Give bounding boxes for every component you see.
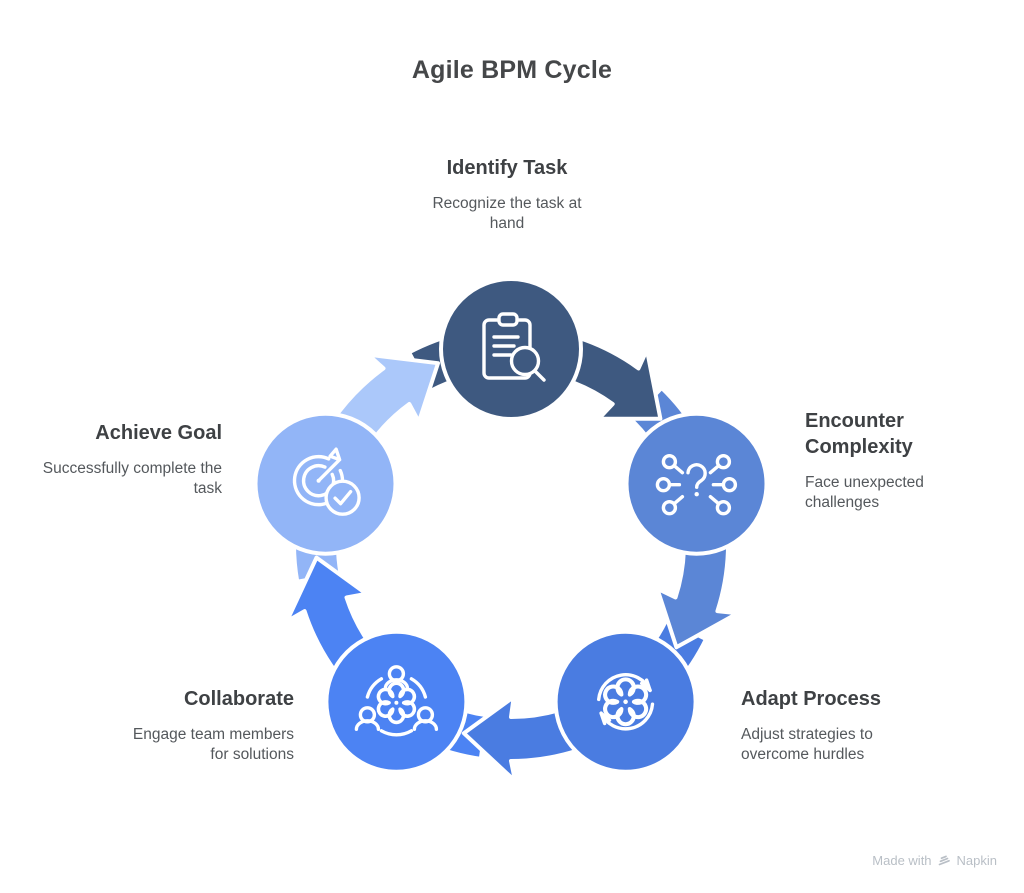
node-description: Face unexpected challenges (805, 474, 924, 511)
node-label-achieve-goal: Achieve Goal Successfully complete the t… (7, 420, 222, 498)
watermark-brand: Napkin (956, 853, 997, 868)
gear-refresh-icon (596, 673, 655, 731)
made-with-napkin-watermark: Made with Napkin (872, 853, 997, 868)
team-gear-icon (354, 665, 439, 737)
question-network-icon (655, 454, 738, 516)
node-label-encounter-complexity: Encounter Complexity Face unexpected cha… (805, 408, 975, 512)
target-check-icon (292, 447, 361, 516)
node-circle (439, 277, 583, 421)
node-label-identify-task: Identify Task Recognize the task at hand (397, 155, 617, 233)
node-title: Encounter Complexity (805, 410, 913, 458)
node-title: Collaborate (183, 688, 294, 710)
cycle-circles-layer (253, 277, 769, 774)
node-description: Recognize the task at hand (432, 195, 582, 232)
node-label-collaborate: Collaborate Engage team members for solu… (54, 686, 294, 764)
page-title: Agile BPM Cycle (411, 56, 613, 84)
napkin-logo-icon (938, 855, 950, 866)
clipboard-search-icon (482, 312, 546, 382)
cycle-icons-layer (292, 312, 738, 737)
node-description: Successfully complete the task (42, 460, 222, 497)
node-title: Achieve Goal (95, 422, 222, 444)
node-title: Adapt Process (741, 688, 882, 710)
watermark-prefix: Made with (872, 853, 932, 868)
node-title: Identify Task (446, 157, 568, 179)
node-label-adapt-process: Adapt Process Adjust strategies to overc… (741, 686, 926, 764)
node-description: Engage team members for solutions (132, 726, 294, 763)
node-circle (253, 411, 398, 556)
node-description: Adjust strategies to overcome hurdles (741, 726, 873, 763)
